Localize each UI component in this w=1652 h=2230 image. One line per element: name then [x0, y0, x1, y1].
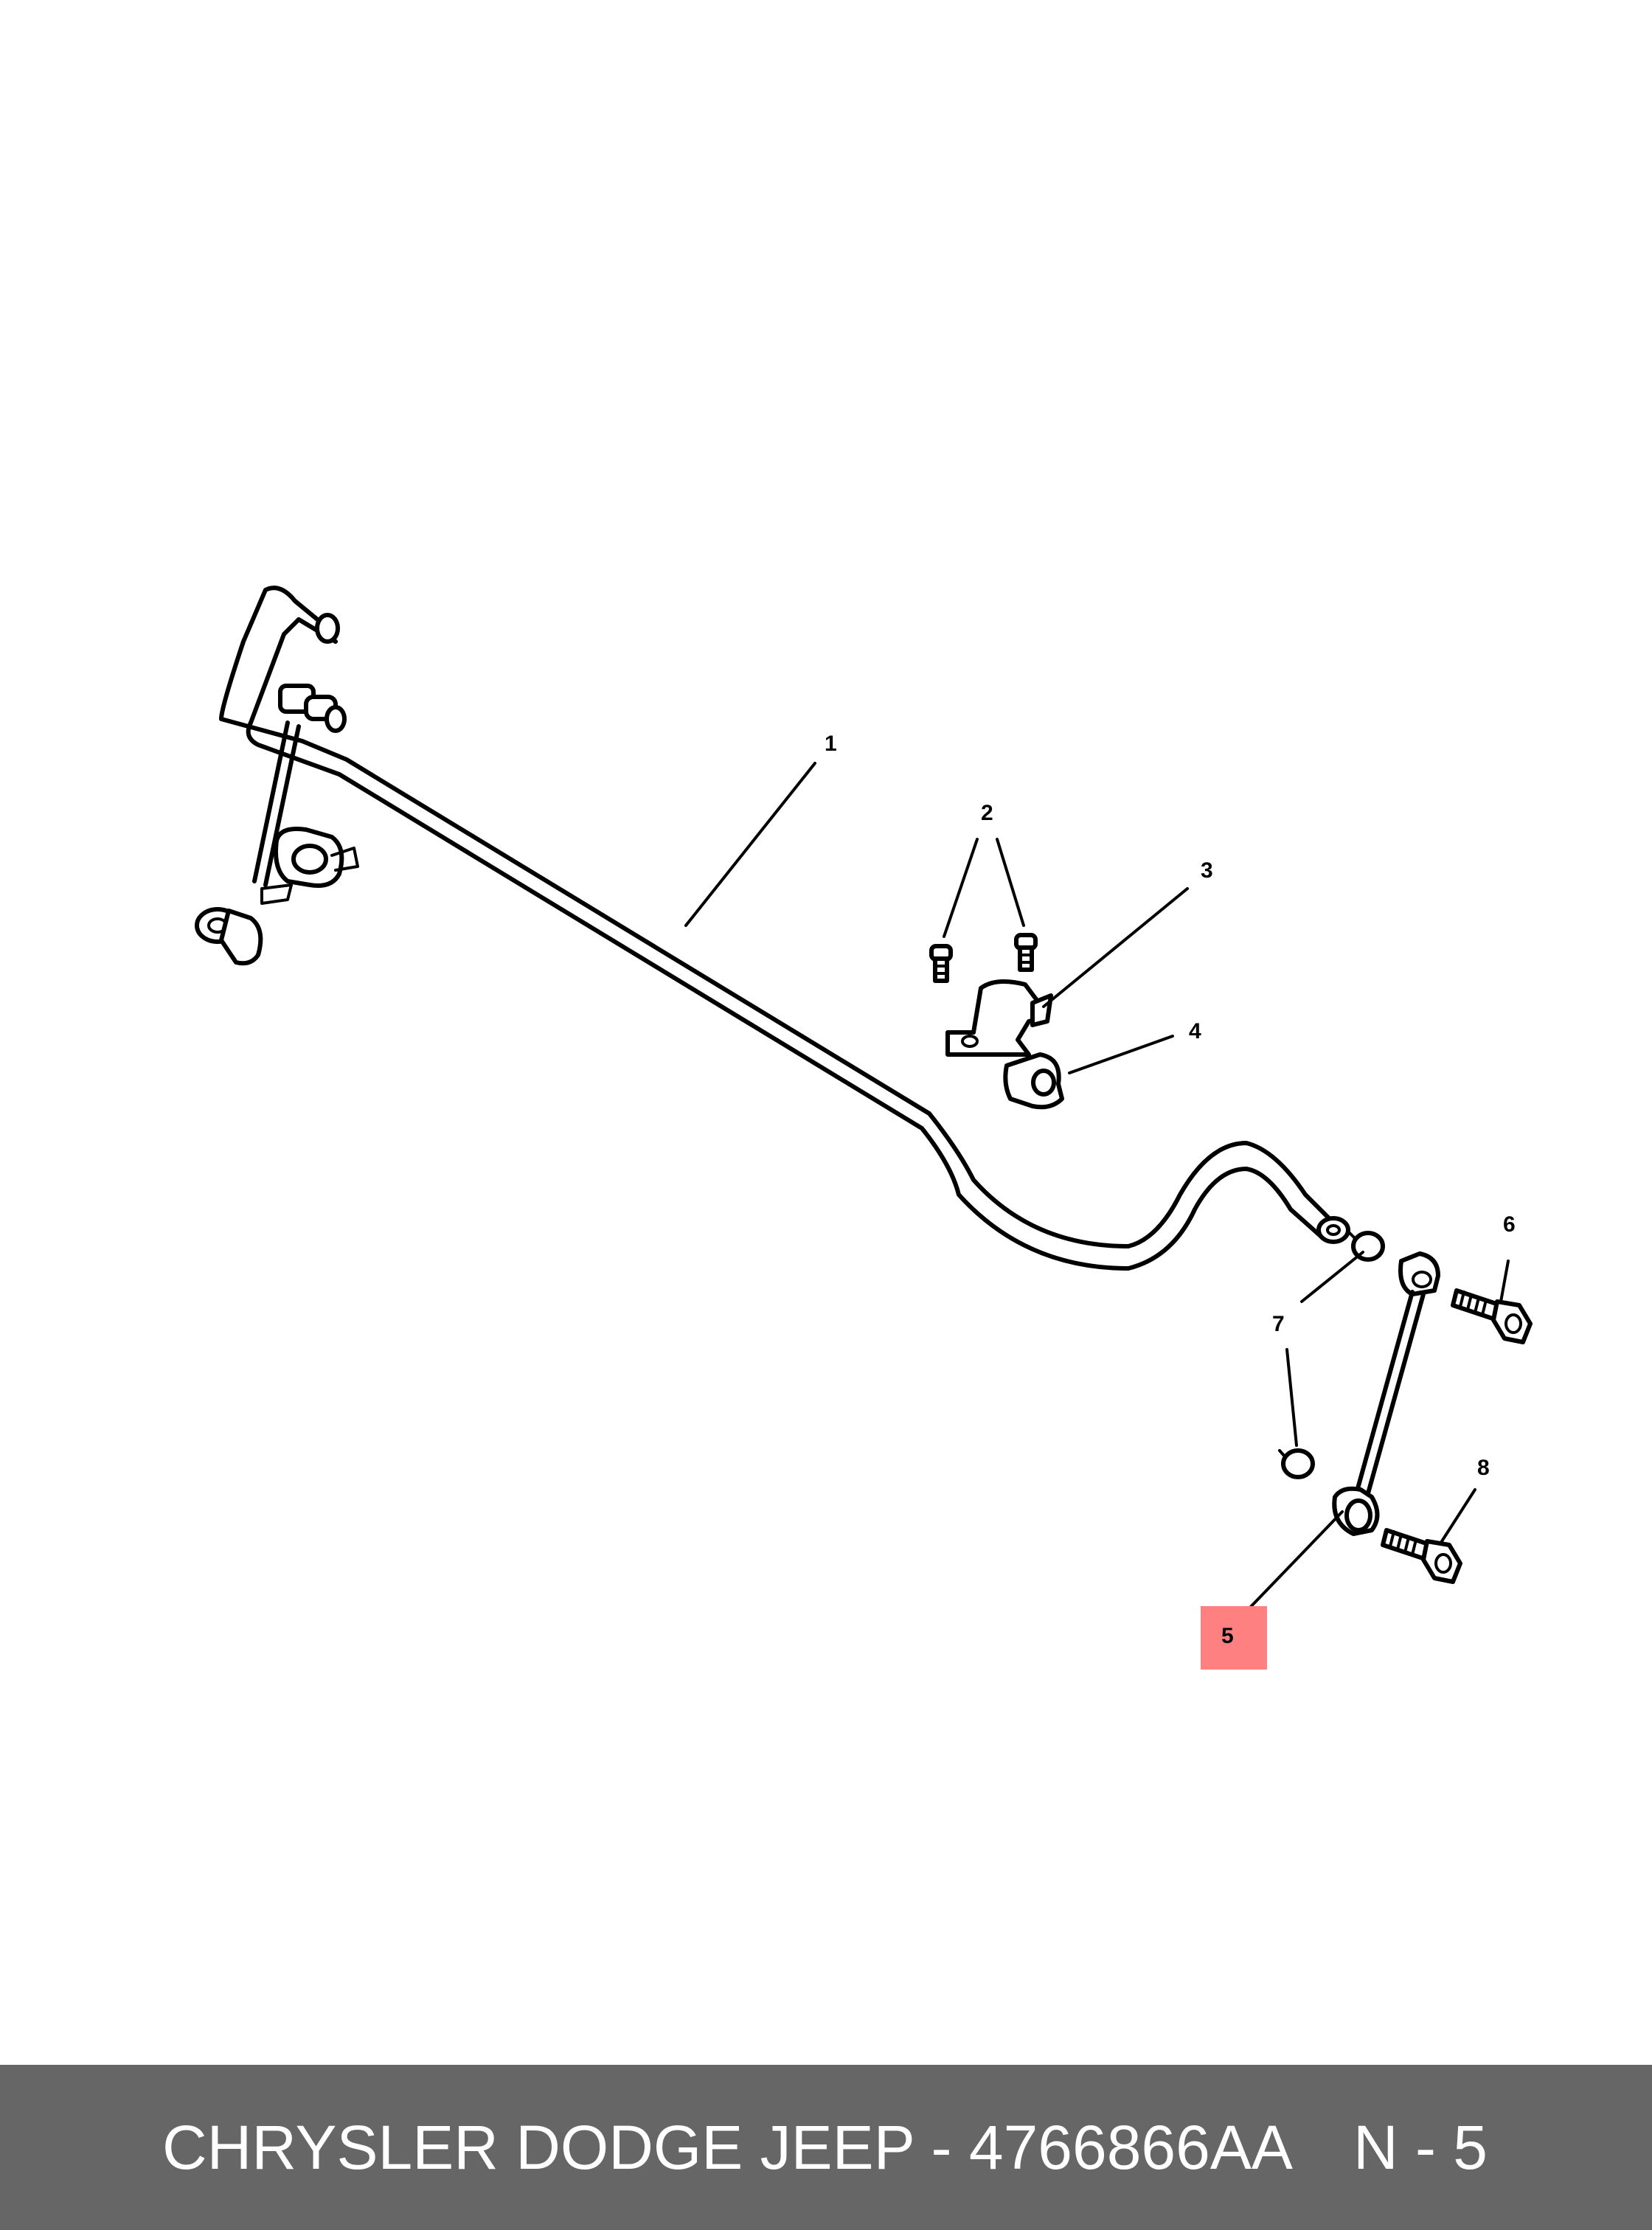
footer-part-title: CHRYSLER DODGE JEEP - 4766866AA	[162, 2113, 1293, 2182]
callout-6: 6	[1503, 1212, 1516, 1237]
footer-bar: CHRYSLER DODGE JEEP - 4766866AA N - 5	[0, 2065, 1652, 2230]
highlighted-callout-box	[1201, 1606, 1267, 1670]
callout-5: 5	[1221, 1624, 1234, 1648]
stabilizer-bar	[219, 586, 1350, 1271]
mounting-bolts	[929, 933, 1038, 983]
footer-callout-reference: N - 5	[1353, 2113, 1488, 2182]
callout-7: 7	[1272, 1312, 1285, 1336]
callout-8: 8	[1477, 1456, 1490, 1480]
stabilizer-link	[1332, 1251, 1440, 1536]
clamp-bracket	[945, 979, 1053, 1057]
lower-link-bolt	[1381, 1528, 1462, 1584]
callout-labels: 1 2 3 4 5 6 7 8	[825, 732, 1516, 1648]
callout-2: 2	[981, 801, 993, 825]
exploded-parts-diagram: 1 2 3 4 5 6 7 8	[195, 586, 1533, 1670]
callout-1: 1	[825, 732, 837, 756]
callout-4: 4	[1189, 1019, 1201, 1043]
callout-3: 3	[1201, 858, 1213, 883]
leader-lines	[684, 762, 1510, 1613]
bushing	[1003, 1052, 1064, 1110]
upper-link-bolt	[1451, 1288, 1533, 1344]
left-link-assembly	[195, 684, 359, 966]
